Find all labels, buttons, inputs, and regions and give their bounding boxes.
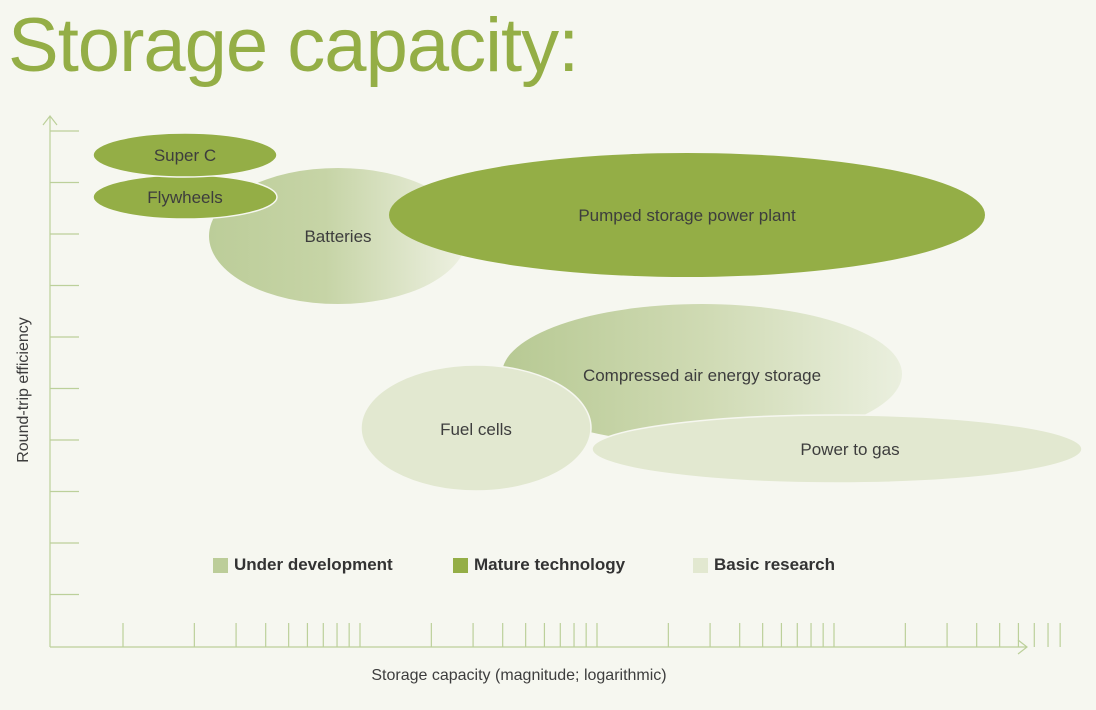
- bubble-flywheels: Flywheels: [92, 174, 278, 220]
- bubble-pumped-storage-shape: [389, 153, 985, 277]
- bubble-super-c-shape: [92, 132, 278, 178]
- legend-item-basic-research: Basic research: [693, 555, 835, 575]
- bubble-compressed-air-energy-storage: Compressed air energy storage: [502, 304, 902, 444]
- bubble-caes-shape: [502, 304, 902, 444]
- legend-swatch-under-development: [213, 557, 228, 573]
- bubble-fuel-cells-label: Fuel cells: [440, 420, 512, 439]
- y-axis-label: Round-trip efficiency: [15, 317, 32, 463]
- bubble-power-to-gas-label: Power to gas: [800, 440, 899, 459]
- bubble-power-to-gas-shape: [591, 414, 1083, 484]
- y-axis: [42, 115, 58, 647]
- legend-item-mature-technology: Mature technology: [453, 555, 625, 575]
- legend-label: Basic research: [714, 555, 835, 574]
- bubble-fuel-cells: Fuel cells: [360, 364, 592, 492]
- bubble-pumped-storage-power-plant: Pumped storage power plant: [389, 153, 985, 277]
- x-axis-ticks: [122, 623, 1061, 647]
- legend-label: Mature technology: [474, 555, 626, 574]
- bubble-power-to-gas: Power to gas: [591, 414, 1083, 484]
- bubble-caes-label: Compressed air energy storage: [583, 366, 821, 385]
- bubble-flywheels-label: Flywheels: [147, 188, 223, 207]
- legend-label: Under development: [234, 555, 393, 574]
- bubble-super-c-label: Super C: [154, 146, 216, 165]
- legend-item-under-development: Under development: [213, 555, 393, 575]
- x-axis: [50, 639, 1028, 655]
- bubble-super-c: Super C: [92, 132, 278, 178]
- bubble-batteries-label: Batteries: [304, 227, 371, 246]
- legend-swatch-mature-technology: [453, 557, 468, 573]
- y-axis-ticks: [50, 130, 79, 596]
- legend-swatch-basic-research: [693, 557, 708, 573]
- x-axis-label: Storage capacity (magnitude; logarithmic…: [371, 667, 666, 684]
- bubble-pumped-storage-label: Pumped storage power plant: [578, 206, 796, 225]
- bubble-fuel-cells-shape: [360, 364, 592, 492]
- page-title: Storage capacity:: [8, 3, 579, 88]
